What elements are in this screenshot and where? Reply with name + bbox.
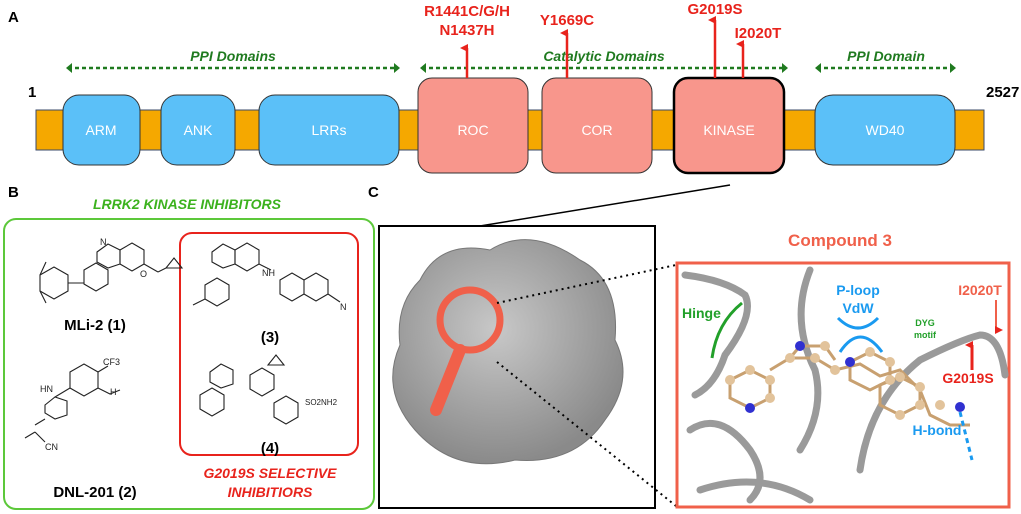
magnifier-handle xyxy=(430,344,466,416)
compound-3-structure xyxy=(192,242,341,307)
hinge-label: Hinge xyxy=(682,305,721,321)
panel-b: B LRRK2 KINASE INHIBITORS N O MLi-2 (1) … xyxy=(3,184,375,510)
atom-label: CF3 xyxy=(103,357,120,367)
compound-3-title: Compound 3 xyxy=(788,231,892,250)
domain-roc xyxy=(417,77,529,174)
selective-inhibitors-box xyxy=(179,232,359,456)
ploop-arc-top xyxy=(836,316,880,330)
domain-wd40 xyxy=(814,94,956,166)
zoom-connector-line xyxy=(479,184,731,227)
panel-a-label: A xyxy=(8,9,19,26)
dyg-label: DYG xyxy=(915,318,935,328)
mli2-structure xyxy=(39,242,184,304)
hbond-label: H-bond xyxy=(913,422,962,438)
selective-title-line-2: INHIBITIORS xyxy=(228,484,313,500)
atom-label: O xyxy=(140,269,147,279)
atom-label: SO2NH2 xyxy=(305,398,338,407)
atom-label: HN xyxy=(40,384,53,394)
protein-ribbons xyxy=(681,266,1009,504)
region-label-ppi-1: PPI Domains xyxy=(190,48,276,64)
region-label-catalytic: Catalytic Domains xyxy=(543,48,665,64)
atom-label: N xyxy=(100,237,107,247)
ligand-atoms xyxy=(725,341,965,420)
zoom-dotted-line-top xyxy=(496,264,677,304)
domain-label-arm: ARM xyxy=(85,122,116,138)
zoom-dotted-line-bottom xyxy=(496,361,677,507)
panel-b-label: B xyxy=(8,184,19,201)
inhibitors-box xyxy=(3,218,375,510)
magnifier-icon xyxy=(436,286,504,354)
ploop-arc-bottom xyxy=(838,335,884,353)
mutation-g2019s: G2019S xyxy=(687,1,742,18)
compound-label-4: (4) xyxy=(261,440,279,457)
domain-label-ank: ANK xyxy=(184,122,213,138)
domain-label-roc: ROC xyxy=(457,122,488,138)
start-residue: 1 xyxy=(28,84,36,101)
domain-ank xyxy=(160,94,236,166)
atom-label: CN xyxy=(45,442,58,452)
atom-label: N xyxy=(340,302,347,312)
hinge-arc xyxy=(710,301,743,359)
inhibitors-title: LRRK2 KINASE INHIBITORS xyxy=(93,196,282,212)
panel-a: A 1 2527 PPI Domains Catalytic Domains P… xyxy=(8,1,1019,175)
i2020t-label: I2020T xyxy=(958,282,1002,298)
ploop-label: P-loop xyxy=(836,282,880,298)
domain-lrrs xyxy=(258,94,400,166)
binding-site-box xyxy=(675,261,1011,509)
mutation-y1669c: Y1669C xyxy=(540,12,594,29)
mutation-n1437h: N1437H xyxy=(439,22,494,39)
region-label-ppi-2: PPI Domain xyxy=(847,48,925,64)
domain-label-cor: COR xyxy=(581,122,612,138)
mutation-i2020t: I2020T xyxy=(735,25,782,42)
protein-surface xyxy=(392,239,624,465)
atom-label: H xyxy=(110,387,117,397)
atom-label: NH xyxy=(262,268,275,278)
compound-label-mli2: MLi-2 (1) xyxy=(64,317,126,334)
compound-4-structure xyxy=(199,354,299,425)
dnl201-structure xyxy=(24,363,121,443)
vdw-label: VdW xyxy=(842,300,874,316)
domain-cor xyxy=(541,77,653,174)
domain-kinase xyxy=(672,76,786,175)
domain-label-lrrs: LRRs xyxy=(311,122,346,138)
domain-label-wd40: WD40 xyxy=(866,122,905,138)
end-residue: 2527 xyxy=(986,84,1019,101)
domain-arm xyxy=(62,94,141,166)
selective-title-line-1: G2019S SELECTIVE xyxy=(203,465,337,481)
mutation-r1441: R1441C/G/H xyxy=(424,3,510,20)
panel-c: C Compound 3 xyxy=(368,184,1011,509)
g2019s-label: G2019S xyxy=(942,370,993,386)
motif-label: motif xyxy=(914,330,937,340)
domain-label-kinase: KINASE xyxy=(703,122,754,138)
panel-c-label: C xyxy=(368,184,379,201)
compound-label-3: (3) xyxy=(261,329,279,346)
compound-label-dnl201: DNL-201 (2) xyxy=(53,484,136,501)
